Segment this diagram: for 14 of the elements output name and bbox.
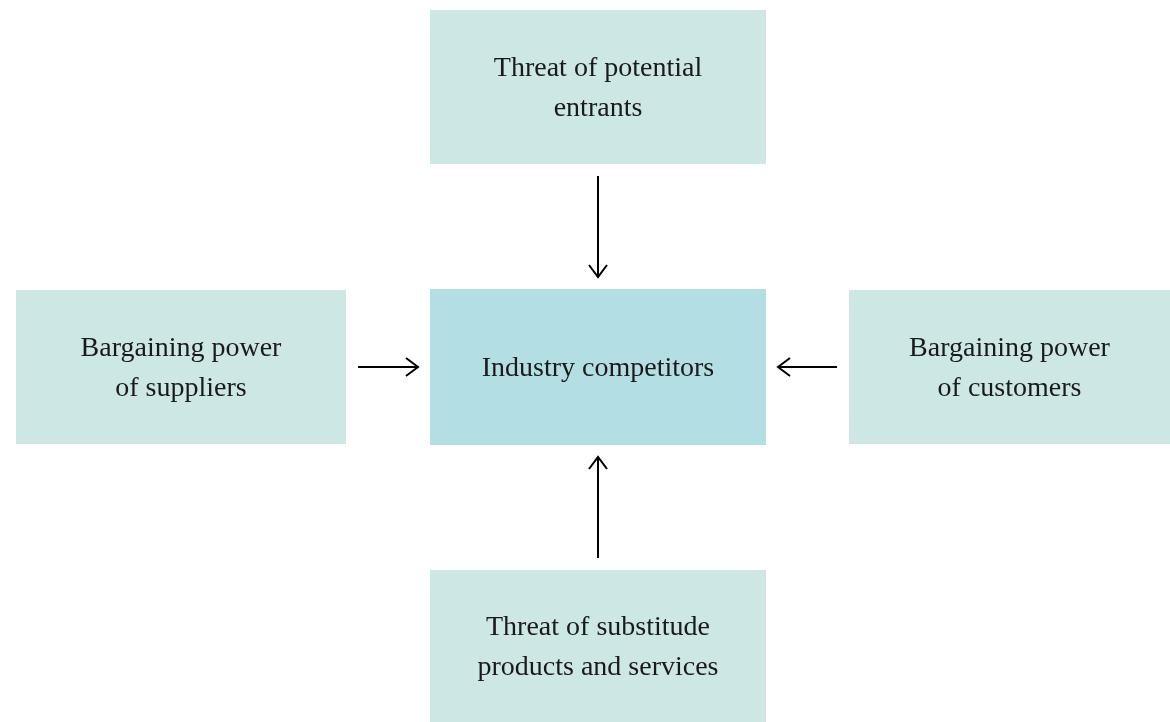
box-label: Bargaining power of suppliers bbox=[79, 330, 283, 404]
arrow bbox=[588, 456, 608, 559]
process-box bbox=[849, 290, 1170, 444]
box-label: Bargaining power of customers bbox=[908, 330, 1111, 404]
box-label: Threat of potential entrants bbox=[492, 50, 704, 124]
arrow bbox=[357, 357, 419, 377]
box-label: Industry competitors bbox=[481, 350, 715, 384]
process-box bbox=[430, 10, 766, 164]
process-box bbox=[430, 570, 766, 722]
box-label: Threat of substitude products and services bbox=[476, 609, 720, 683]
process-box bbox=[16, 290, 346, 444]
arrow bbox=[777, 357, 838, 377]
arrow bbox=[588, 175, 608, 278]
process-box bbox=[430, 289, 766, 445]
